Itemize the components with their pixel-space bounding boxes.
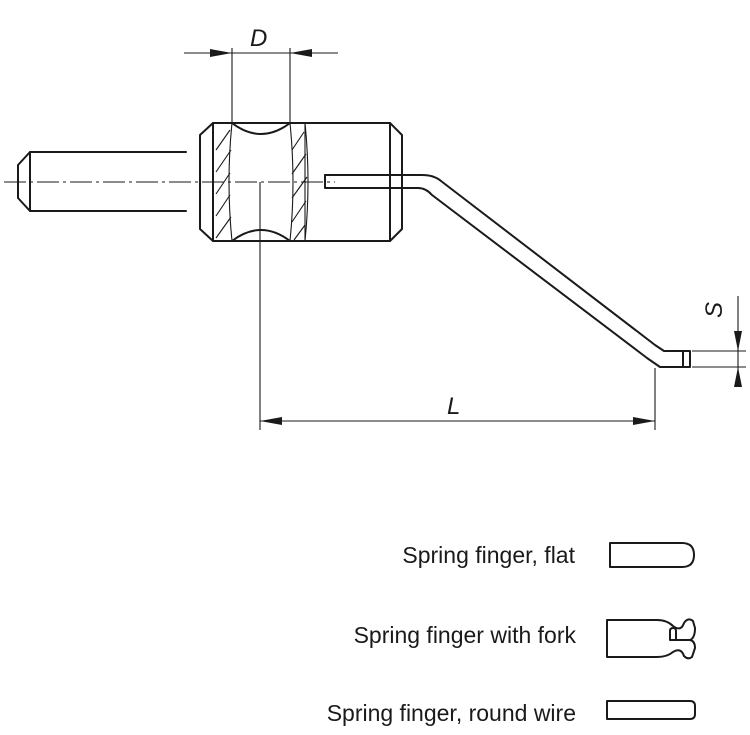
legend-label-round-wire: Spring finger, round wire [327,700,576,726]
plunger-body [4,122,403,242]
dimension-d-label: D [250,25,267,52]
dimension-s: S [692,296,746,387]
fork-finger-icon [606,618,696,660]
dimension-s-label: S [701,302,728,318]
flat-finger-icon [609,542,695,568]
section-hatching [215,129,308,241]
dimension-l: L [259,182,656,430]
round-wire-finger-icon [606,700,696,720]
legend-label-fork: Spring finger with fork [354,622,577,648]
spring-finger [324,174,691,368]
dimension-l-label: L [447,393,460,420]
legend: Spring finger, flat Spring finger with f… [327,542,696,726]
legend-label-flat: Spring finger, flat [402,542,575,568]
dimension-d: D [184,25,338,123]
